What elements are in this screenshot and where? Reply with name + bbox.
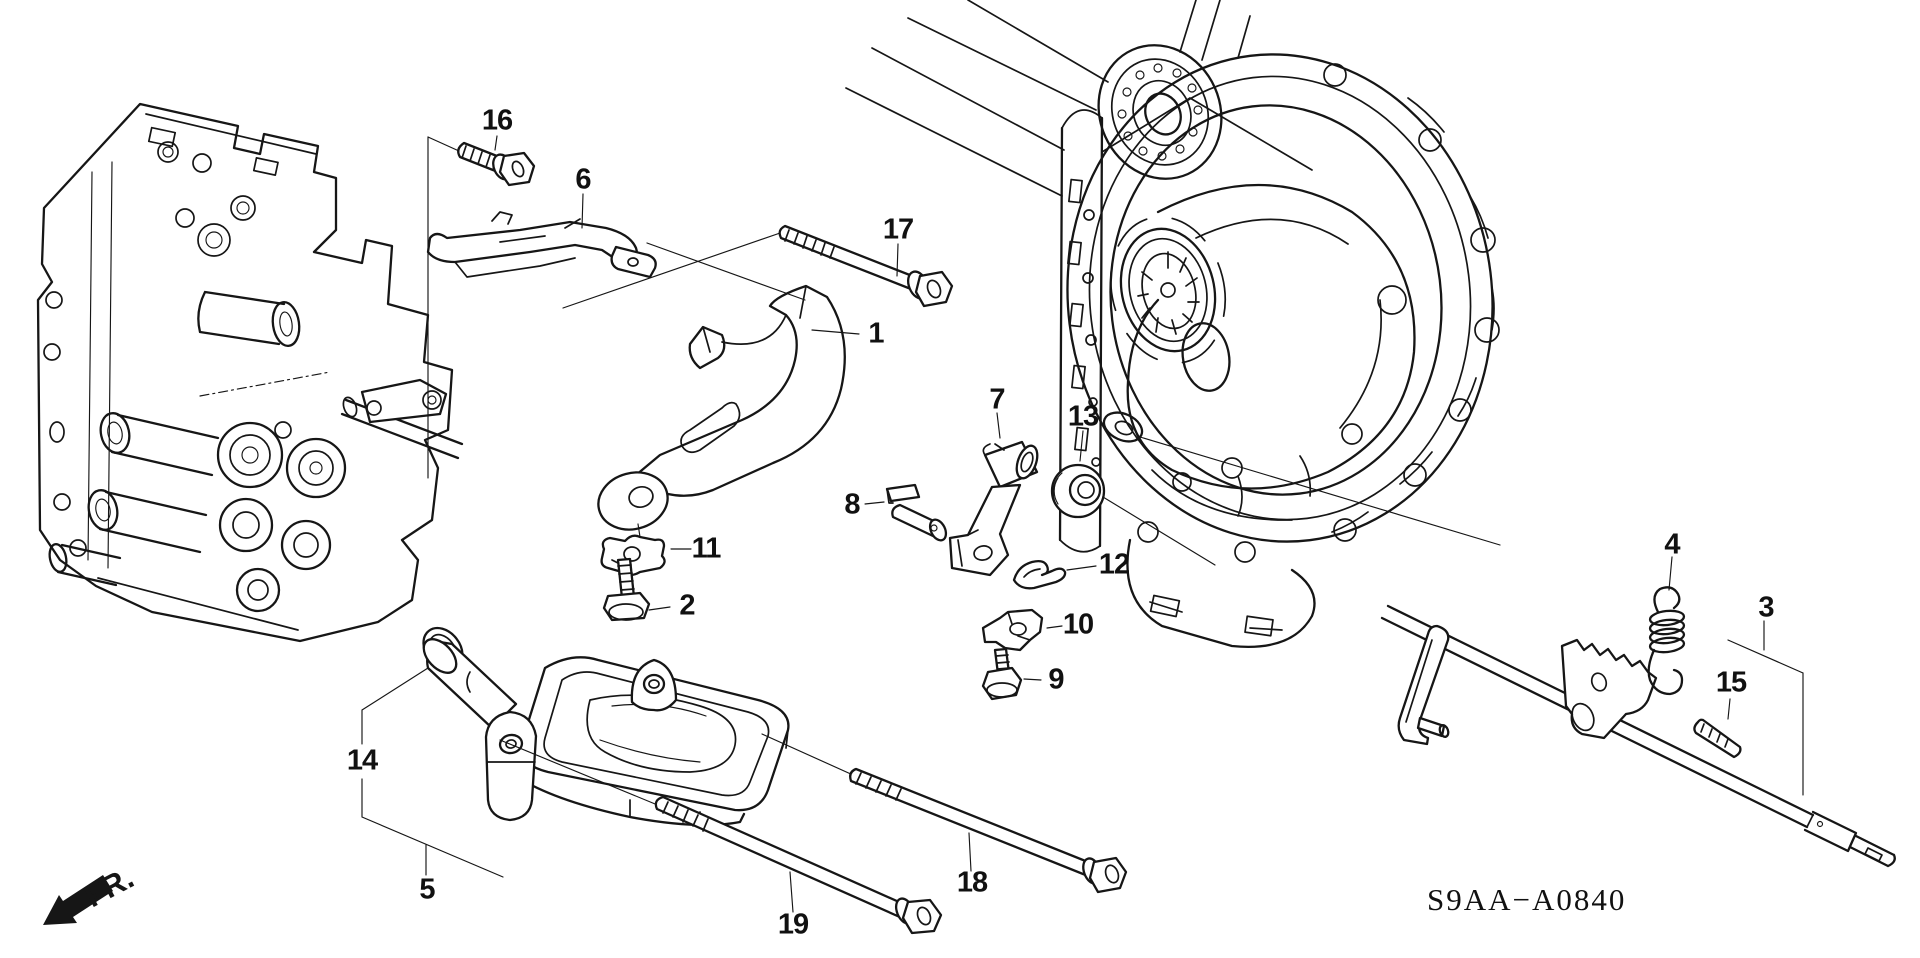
callout-16[interactable]: 16 [481, 104, 513, 137]
clip-part12 [1012, 559, 1067, 590]
callout-18[interactable]: 18 [956, 866, 988, 899]
bolt-part19 [499, 739, 943, 935]
callout-13[interactable]: 13 [1067, 400, 1099, 433]
shift-rod-part3 [1380, 604, 1896, 868]
callout-3[interactable]: 3 [1758, 591, 1774, 624]
callout-6[interactable]: 6 [575, 163, 591, 196]
callout-10[interactable]: 10 [1062, 608, 1094, 641]
callout-12[interactable]: 12 [1098, 548, 1130, 581]
leader-lines [361, 135, 1804, 913]
callout-4[interactable]: 4 [1664, 528, 1680, 561]
roller-part13 [1050, 463, 1106, 519]
fr-arrow-icon: FR. [43, 860, 139, 925]
shift-fork-part1 [597, 284, 846, 531]
bolt-part9 [981, 647, 1023, 701]
bolt-part18 [761, 733, 1128, 894]
callout-14[interactable]: 14 [346, 744, 378, 777]
callout-19[interactable]: 19 [777, 908, 809, 941]
bolt-part17 [562, 224, 954, 309]
control-lever-part7 [948, 440, 1039, 577]
callout-15[interactable]: 15 [1715, 666, 1747, 699]
callout-5[interactable]: 5 [419, 873, 435, 906]
callout-7[interactable]: 7 [989, 383, 1005, 416]
part-code: S9AA−A0840 [1427, 882, 1627, 917]
bolt-part2 [602, 557, 651, 622]
bolt-part16 [457, 141, 536, 187]
callout-2[interactable]: 2 [679, 589, 695, 622]
washer-plate-part11 [600, 534, 666, 577]
detent-bracket-part10 [981, 608, 1044, 652]
callout-9[interactable]: 9 [1048, 663, 1064, 696]
pin-part15 [1693, 718, 1742, 759]
callout-8[interactable]: 8 [844, 488, 860, 521]
filter-strainer-part5 [422, 638, 790, 828]
valve-body-drawing [36, 102, 464, 643]
callout-1[interactable]: 1 [868, 317, 884, 350]
callout-17[interactable]: 17 [882, 213, 914, 246]
shift-bracket-part6 [426, 211, 657, 279]
spring-part4 [1647, 586, 1686, 696]
pin-part8 [885, 483, 948, 542]
transmission-case-drawing [845, 0, 1501, 648]
callout-11[interactable]: 11 [691, 532, 722, 565]
